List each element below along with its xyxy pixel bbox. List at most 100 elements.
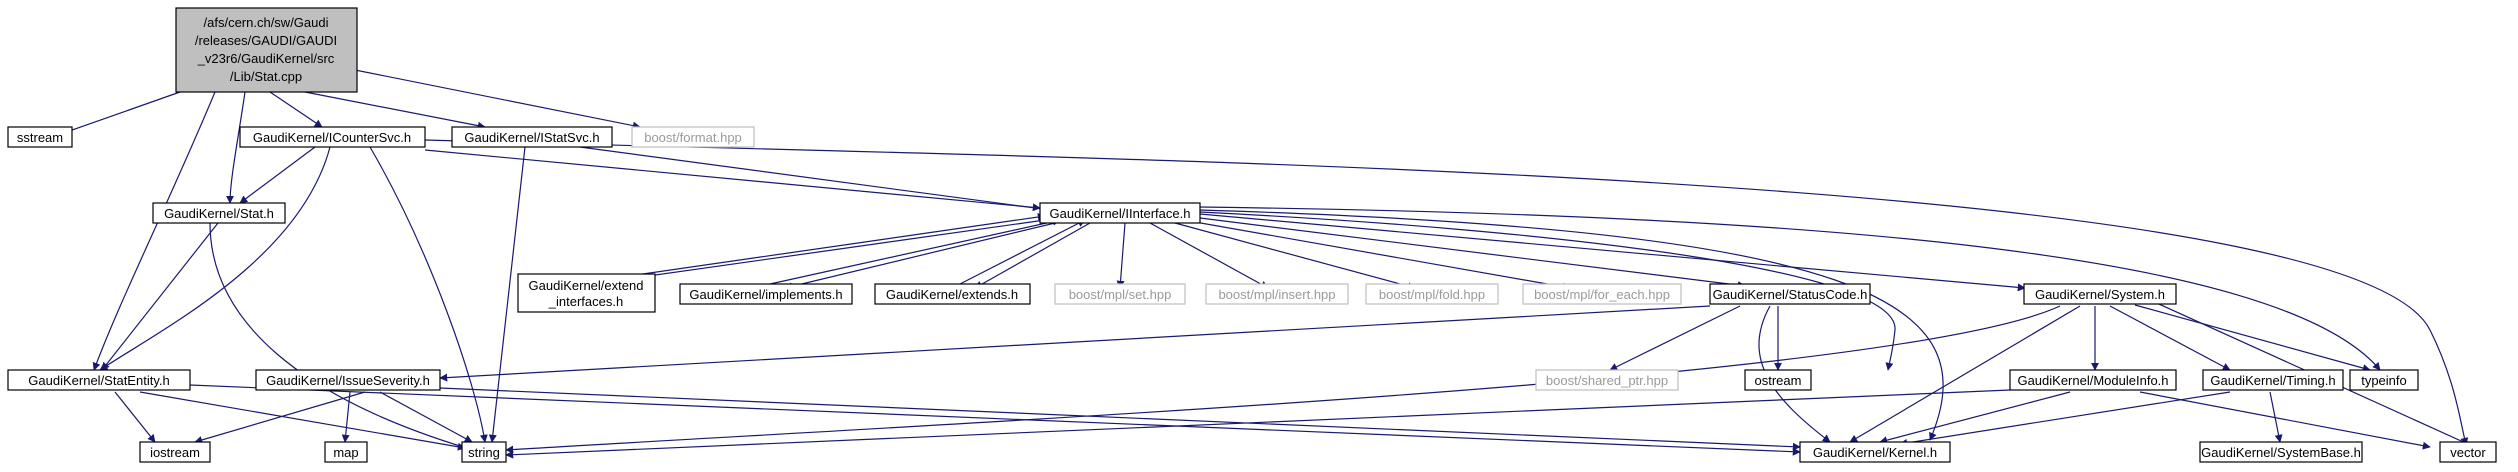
- node-kernel[interactable]: GaudiKernel/Kernel.h: [1799, 441, 1951, 463]
- node-stat-cpp-line-1: /afs/cern.ch/sw/Gaudi: [204, 15, 329, 30]
- node-stat-cpp[interactable]: /afs/cern.ch/sw/Gaudi /releases/GAUDI/GA…: [175, 7, 358, 93]
- edge-root-stat-h: [226, 91, 246, 204]
- edge-root-boost-format: [344, 67, 641, 130]
- node-boost-format[interactable]: boost/format.hpp: [631, 126, 755, 148]
- edge-stat-entity-iostream: [114, 391, 156, 443]
- node-mpl-set-label: boost/mpl/set.hpp: [1069, 287, 1172, 302]
- edge-root-sstream: [57, 91, 181, 137]
- edge-system-h-string: [505, 305, 2061, 454]
- node-status-code-label: GaudiKernel/StatusCode.h: [1713, 287, 1868, 302]
- edge-iinterface-mpl-insert: [1149, 222, 1269, 289]
- node-mpl-for-each-label: boost/mpl/for_each.hpp: [1534, 287, 1670, 302]
- edge-status-code-issue-severity: [439, 305, 1711, 382]
- edge-iinterface-extend-interfaces: [619, 219, 1046, 283]
- edge-module-info-kernel: [1879, 391, 2071, 445]
- nodes: /afs/cern.ch/sw/Gaudi /releases/GAUDI/GA…: [7, 7, 2497, 463]
- node-extends[interactable]: GaudiKernel/extends.h: [874, 283, 1031, 305]
- node-timing[interactable]: GaudiKernel/Timing.h: [2202, 369, 2344, 391]
- node-issue-severity-label: GaudiKernel/IssueSeverity.h: [266, 373, 430, 388]
- node-extend-interfaces[interactable]: GaudiKernel/extend _interfaces.h: [517, 273, 656, 313]
- node-system-h[interactable]: GaudiKernel/System.h: [2023, 283, 2177, 305]
- edge-root-stat-entity: [92, 91, 216, 371]
- node-map[interactable]: map: [324, 441, 368, 463]
- node-icounter-svc-label: GaudiKernel/ICounterSvc.h: [253, 130, 411, 145]
- edge-status-code-shared-ptr: [1609, 305, 1741, 371]
- node-typeinfo-label: typeinfo: [2361, 373, 2407, 388]
- edge-iinterface-mpl-for-each: [1194, 221, 1571, 291]
- node-mpl-fold[interactable]: boost/mpl/fold.hpp: [1365, 283, 1499, 305]
- edge-stat-entity-kernel: [189, 384, 1801, 456]
- edge-system-h-typeinfo: [2134, 304, 2371, 372]
- node-icounter-svc[interactable]: GaudiKernel/ICounterSvc.h: [239, 126, 426, 148]
- node-iinterface[interactable]: GaudiKernel/IInterface.h: [1039, 202, 1201, 224]
- node-implements-label: GaudiKernel/implements.h: [689, 287, 842, 302]
- node-vector[interactable]: vector: [2439, 441, 2497, 463]
- node-mpl-insert[interactable]: boost/mpl/insert.hpp: [1205, 283, 1349, 305]
- edge-istatsvc-iinterface: [579, 146, 1051, 214]
- edge-iinterface-typeinfo: [1199, 206, 2381, 371]
- edge-system-h-kernel: [1849, 305, 2081, 443]
- node-system-base-label: GaudiKernel/SystemBase.h: [2201, 445, 2361, 460]
- node-ostream-label: ostream: [1755, 373, 1802, 388]
- edge-stat-h-string: [209, 222, 481, 454]
- node-stat-h-label: GaudiKernel/Stat.h: [164, 206, 274, 221]
- edges: [57, 67, 2471, 459]
- node-issue-severity[interactable]: GaudiKernel/IssueSeverity.h: [255, 369, 441, 391]
- node-extend-interfaces-line-1: GaudiKernel/extend: [529, 278, 644, 293]
- edge-root-icounter: [269, 91, 323, 128]
- edge-istatsvc-string: [488, 146, 526, 443]
- node-ostream[interactable]: ostream: [1744, 369, 1812, 391]
- edge-icounter-iinterface: [424, 149, 1041, 212]
- edge-module-info-vector: [2139, 391, 2431, 450]
- node-stat-h[interactable]: GaudiKernel/Stat.h: [152, 202, 286, 224]
- edge-iinterface-mpl-set: [1116, 222, 1126, 289]
- node-mpl-for-each[interactable]: boost/mpl/for_each.hpp: [1522, 283, 1682, 305]
- edge-icounter-vector: [424, 139, 2469, 446]
- node-string[interactable]: string: [461, 441, 507, 463]
- node-status-code[interactable]: GaudiKernel/StatusCode.h: [1709, 283, 1871, 305]
- edge-root-istatsvc: [304, 91, 486, 130]
- node-module-info[interactable]: GaudiKernel/ModuleInfo.h: [2009, 369, 2177, 391]
- edge-issue-severity-iostream: [194, 391, 366, 444]
- edge-system-h-timing: [2109, 305, 2231, 371]
- node-iostream[interactable]: iostream: [139, 441, 211, 463]
- node-vector-label: vector: [2450, 445, 2486, 460]
- node-sstream-label: sstream: [17, 130, 63, 145]
- edge-icounter-stat-h: [239, 146, 316, 204]
- node-stat-entity-label: GaudiKernel/StatEntity.h: [28, 373, 169, 388]
- node-map-label: map: [333, 445, 358, 460]
- edge-issue-severity-kernel: [439, 387, 1801, 451]
- edge-timing-kernel: [1899, 391, 2231, 447]
- edge-stat-h-stat-entity: [101, 222, 219, 371]
- edge-iinterface-kernel: [1199, 209, 1944, 441]
- edge-iinterface-implements: [784, 222, 1056, 291]
- edge-issue-severity-map: [341, 391, 351, 443]
- edge-stat-entity-string: [139, 391, 466, 451]
- node-timing-label: GaudiKernel/Timing.h: [2210, 373, 2335, 388]
- node-stat-cpp-line-4: /Lib/Stat.cpp: [230, 69, 302, 84]
- node-typeinfo[interactable]: typeinfo: [2349, 369, 2419, 391]
- node-iinterface-label: GaudiKernel/IInterface.h: [1050, 206, 1191, 221]
- edge-icounter-stat-entity: [99, 146, 331, 371]
- node-boost-format-label: boost/format.hpp: [644, 130, 742, 145]
- node-module-info-label: GaudiKernel/ModuleInfo.h: [2017, 373, 2168, 388]
- node-shared-ptr[interactable]: boost/shared_ptr.hpp: [1535, 369, 1679, 391]
- node-sstream[interactable]: sstream: [7, 126, 73, 148]
- node-mpl-set[interactable]: boost/mpl/set.hpp: [1054, 283, 1186, 305]
- node-kernel-label: GaudiKernel/Kernel.h: [1813, 445, 1937, 460]
- node-stat-cpp-line-3: _v23r6/GaudiKernel/src: [197, 51, 335, 66]
- node-istat-svc[interactable]: GaudiKernel/IStatSvc.h: [451, 126, 613, 148]
- node-implements[interactable]: GaudiKernel/implements.h: [679, 283, 853, 305]
- node-extend-interfaces-line-2: _interfaces.h: [548, 294, 623, 309]
- edge-extend-interfaces-iinterface: [614, 213, 1046, 279]
- node-shared-ptr-label: boost/shared_ptr.hpp: [1546, 373, 1668, 388]
- edge-iinterface-system-h: [1199, 213, 2026, 292]
- edge-issue-severity-string: [379, 391, 473, 443]
- node-system-base[interactable]: GaudiKernel/SystemBase.h: [2199, 441, 2363, 463]
- edge-extends-iinterface: [959, 219, 1086, 285]
- edge-implements-iinterface: [769, 217, 1061, 285]
- edge-timing-system-base: [2269, 391, 2283, 443]
- node-stat-entity[interactable]: GaudiKernel/StatEntity.h: [7, 369, 191, 391]
- edge-module-info-string: [505, 389, 2011, 459]
